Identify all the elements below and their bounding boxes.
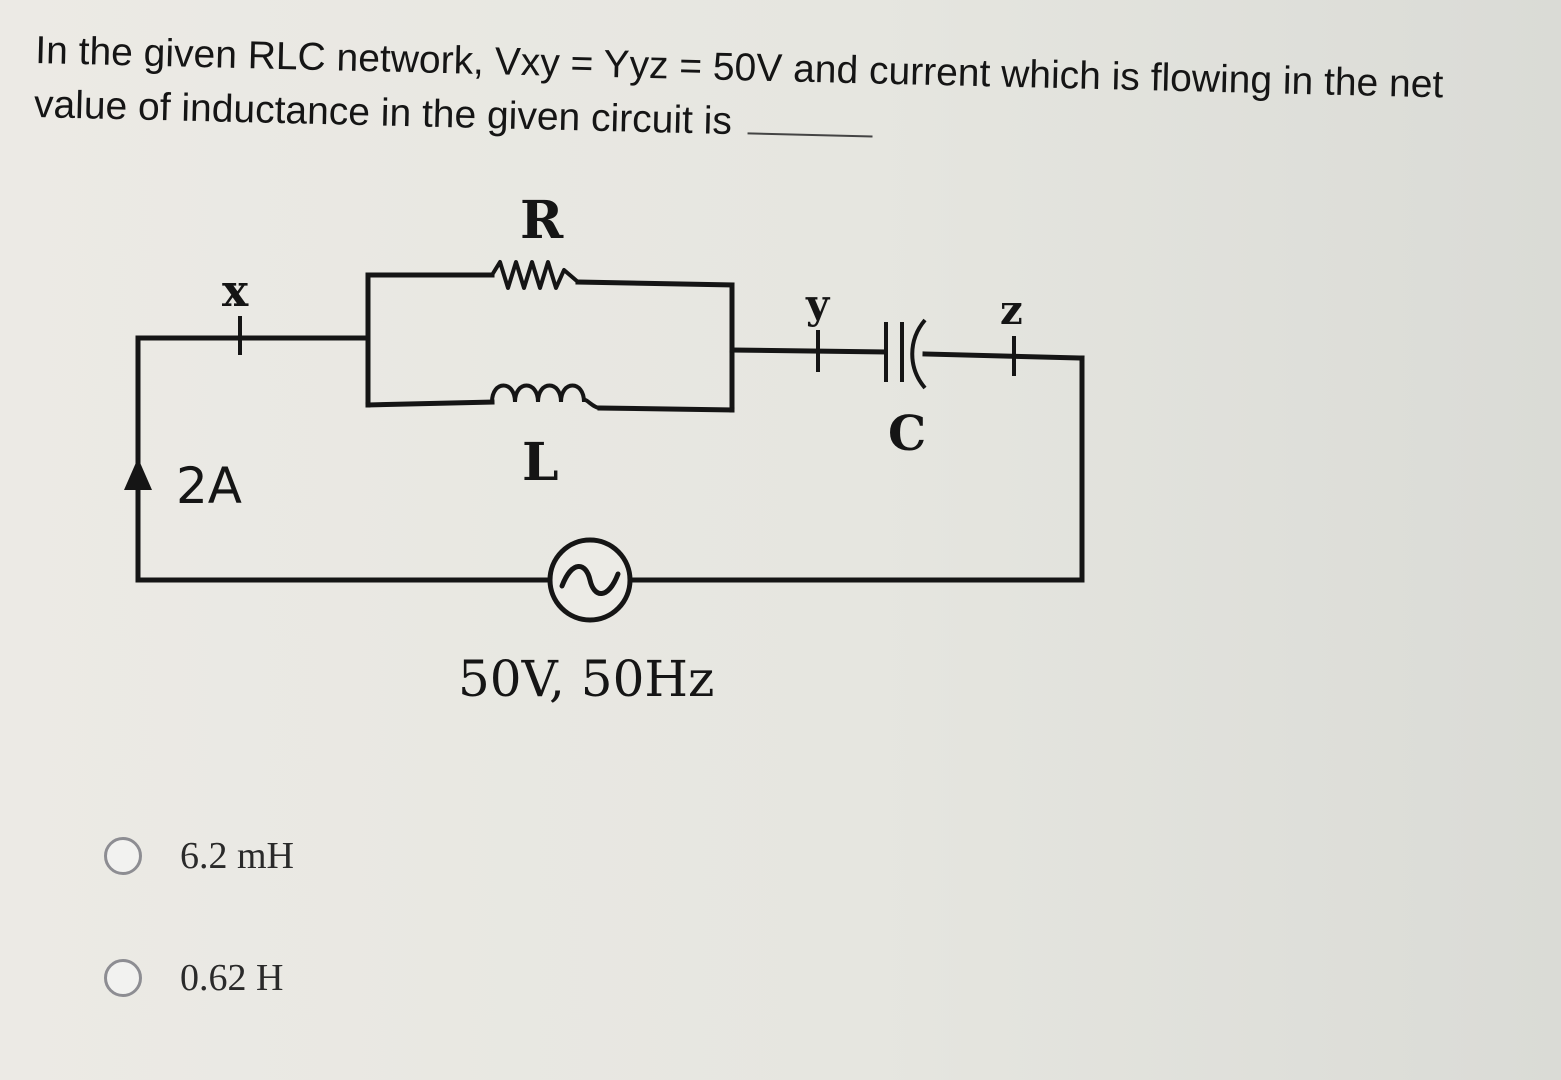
option-6-2-mh[interactable]: 6.2 mH [104, 834, 294, 878]
source-label: 50V, 50Hz [458, 650, 714, 708]
node-z-label: z [1000, 287, 1023, 334]
wire-l-right [597, 405, 735, 413]
resistor-symbol [490, 260, 580, 290]
option-label-6-2-mh: 6.2 mH [180, 835, 294, 877]
option-label-0-62-h: 0.62 H [180, 957, 284, 999]
capacitor-symbol [884, 318, 927, 390]
radio-button-6-2-mh[interactable] [104, 837, 142, 875]
wire-to-cap [729, 347, 888, 355]
inductor-symbol [490, 383, 601, 410]
radio-button-0-62-h[interactable] [104, 959, 142, 997]
option-0-62-h[interactable]: 0.62 H [104, 956, 283, 1000]
inductor-label: L [522, 432, 559, 493]
node-x-label: x [222, 266, 249, 317]
resistor-label: R [520, 190, 564, 251]
current-arrow [124, 458, 152, 490]
node-ticks [238, 316, 1016, 376]
wire-r-right [575, 279, 735, 288]
ac-source-symbol [547, 537, 633, 623]
wire-from-cap [922, 351, 1085, 361]
current-label: 2A [176, 457, 242, 515]
capacitor-label: C [888, 406, 926, 462]
node-y-label: y [805, 281, 831, 328]
wire-l-left [365, 399, 495, 408]
rlc-circuit-diagram: R L C x y z 2A 50V, 50Hz [124, 190, 1085, 708]
